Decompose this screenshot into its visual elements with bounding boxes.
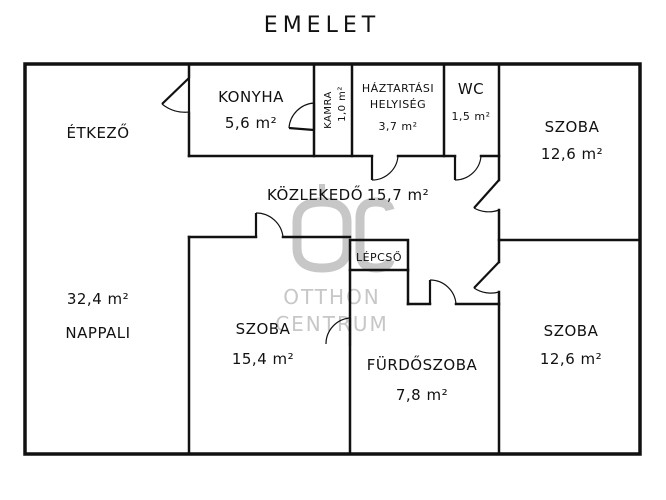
room-nappali: 32,4 m² NAPPALI xyxy=(65,290,130,342)
room-lepcso: LÉPCSŐ xyxy=(356,250,402,264)
room-konyha: KONYHA 5,6 m² xyxy=(218,88,284,132)
room-area: 15,4 m² xyxy=(232,350,294,368)
room-area: 1,5 m² xyxy=(451,110,490,123)
door-haztartasi xyxy=(370,155,399,181)
room-area: 12,6 m² xyxy=(541,145,603,163)
outer-wall xyxy=(23,62,642,456)
room-name: FÜRDŐSZOBA xyxy=(367,354,478,374)
room-name-line1: HÁZTARTÁSI xyxy=(362,82,434,95)
room-area: 3,7 m² xyxy=(378,120,417,133)
door-furdoszoba xyxy=(428,279,457,305)
room-name: SZOBA xyxy=(544,322,599,340)
door-szoba-middle-inner xyxy=(325,317,352,346)
room-area: 1,0 m² xyxy=(337,86,348,122)
room-name: KAMRA xyxy=(323,91,334,129)
watermark: OTTHON CENTRUM xyxy=(275,184,395,336)
oc-logo-icon xyxy=(292,184,395,273)
room-haztartasi: HÁZTARTÁSI HELYISÉG 3,7 m² xyxy=(362,82,434,133)
door-wc xyxy=(453,155,482,181)
door-szoba-bottom-right xyxy=(473,261,500,294)
door-szoba-top-right xyxy=(473,179,500,213)
room-name: SZOBA xyxy=(236,320,291,338)
room-area: 5,6 m² xyxy=(225,114,277,132)
plan-title: EMELET xyxy=(264,13,380,38)
room-name: NAPPALI xyxy=(65,324,130,342)
room-etkezo: ÉTKEZŐ xyxy=(66,122,129,142)
room-szoba-middle: SZOBA 15,4 m² xyxy=(232,320,294,368)
interior-walls xyxy=(187,62,642,456)
room-furdoszoba: FÜRDŐSZOBA 7,8 m² xyxy=(367,354,478,404)
room-area: 7,8 m² xyxy=(396,386,448,404)
room-name: KÖZLEKEDŐ xyxy=(267,184,363,204)
room-area: 32,4 m² xyxy=(67,290,129,308)
room-name: LÉPCSŐ xyxy=(356,250,402,264)
room-wc: WC 1,5 m² xyxy=(451,80,490,123)
room-name: ÉTKEZŐ xyxy=(66,122,129,142)
watermark-line1: OTTHON xyxy=(283,285,381,309)
room-name: KONYHA xyxy=(218,88,284,106)
room-area: 15,7 m² xyxy=(367,186,429,204)
watermark-line2: CENTRUM xyxy=(275,312,389,336)
room-kozlekedo: KÖZLEKEDŐ 15,7 m² xyxy=(267,184,429,204)
room-kamra: KAMRA 1,0 m² xyxy=(323,86,348,129)
door-szoba-middle xyxy=(254,212,284,238)
room-szoba-bottom-right: SZOBA 12,6 m² xyxy=(540,322,602,368)
room-name: SZOBA xyxy=(545,118,600,136)
room-name: WC xyxy=(458,80,484,98)
room-name-line2: HELYISÉG xyxy=(370,98,426,111)
room-area: 12,6 m² xyxy=(540,350,602,368)
room-szoba-top-right: SZOBA 12,6 m² xyxy=(541,118,603,163)
door-etkezo xyxy=(161,77,191,113)
door-konyha xyxy=(288,102,316,132)
